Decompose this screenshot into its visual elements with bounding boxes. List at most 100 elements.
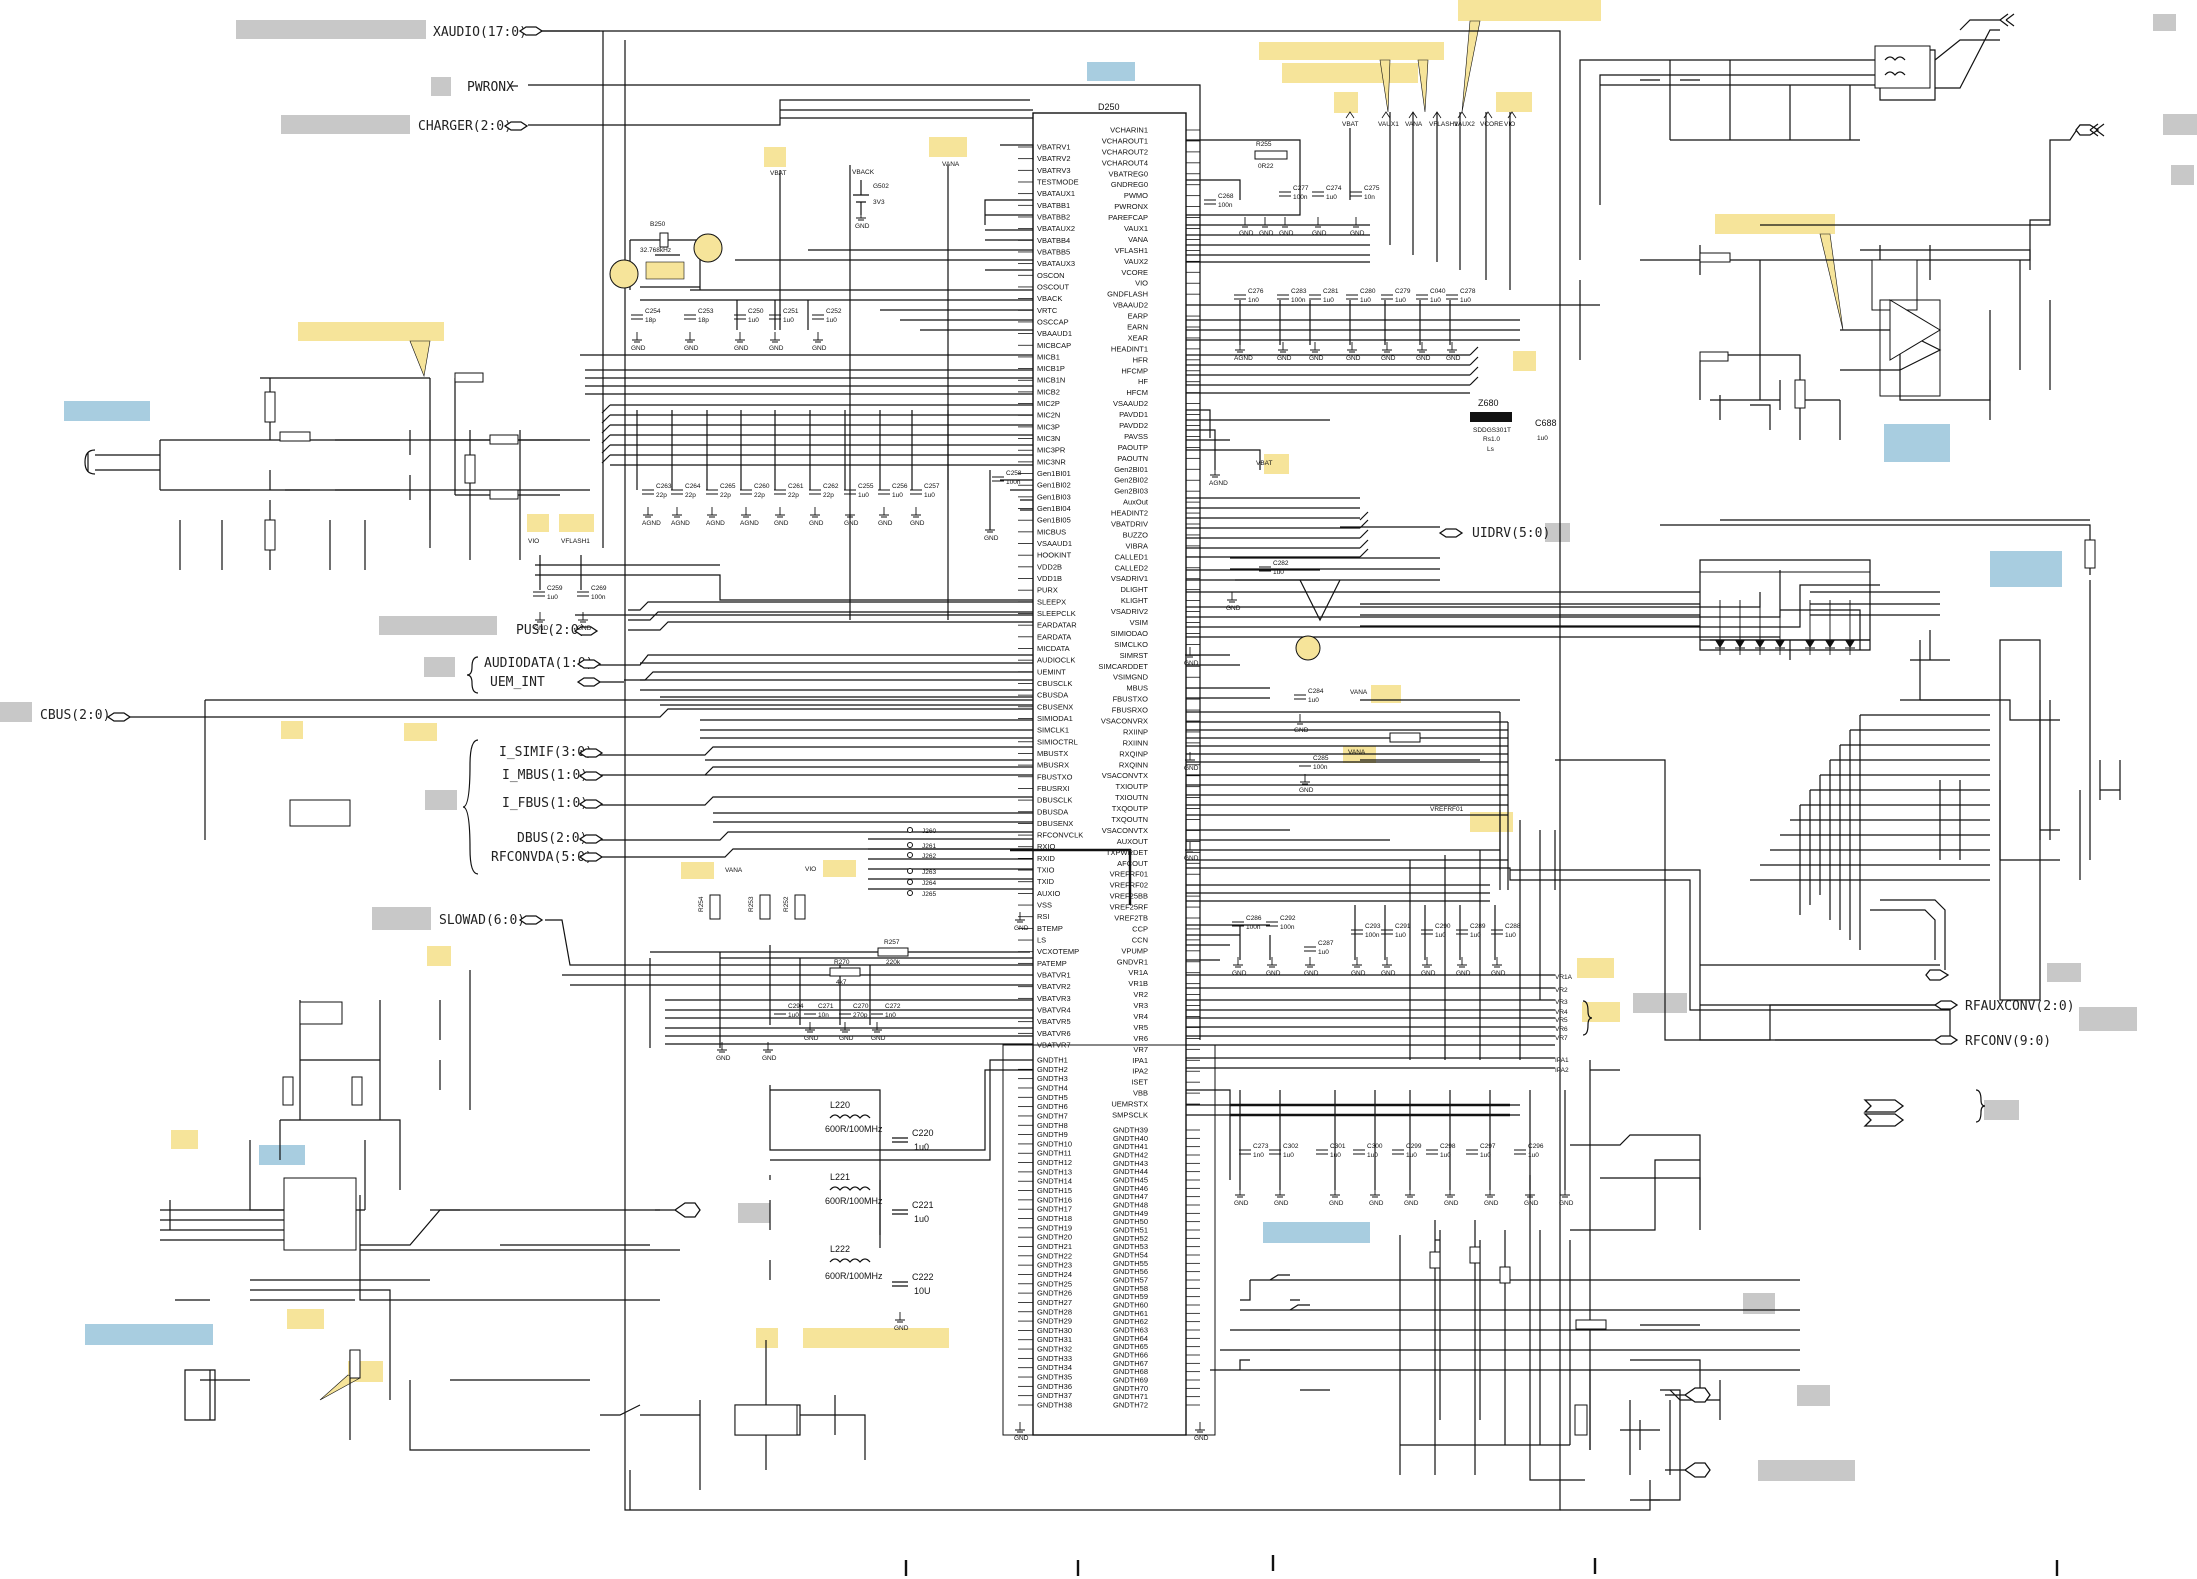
- ground-symbol-29: [1227, 592, 1237, 603]
- cap-symbol-C276: [1234, 294, 1246, 300]
- cap-ref-C296: C296: [1528, 1143, 1544, 1150]
- diode-4: [1805, 640, 1815, 648]
- cap-symbol-C250: [734, 314, 746, 320]
- chip-left-pin-37: VDD1B: [1037, 574, 1062, 583]
- chip-left-pin-9: VBATBB5: [1037, 247, 1070, 256]
- ground-label-13: GND: [878, 520, 893, 527]
- ground-label-24: GND: [1346, 355, 1361, 362]
- chip-gnd-right-pin-33: GNDTH72: [1113, 1401, 1148, 1410]
- chip-gnd-left-pin-25: GNDTH26: [1037, 1289, 1072, 1298]
- chip-right-pin-0: VCHARIN1: [1110, 126, 1148, 135]
- resistor-label-R254: R254: [698, 896, 705, 912]
- chip-right-pin-56: RXIINN: [1123, 738, 1148, 747]
- chip-left-pin-58: DBUSENX: [1037, 819, 1073, 828]
- callout-yellow-vio: [1496, 92, 1532, 112]
- cap-val-C254: 18p: [645, 317, 656, 324]
- cap-symbol-C256: [878, 489, 890, 495]
- chip-body: [1032, 112, 1187, 1436]
- ground-symbol-9: [741, 507, 751, 518]
- ground-label-21: AGND: [1234, 355, 1253, 362]
- callout-yellow-vr2: [1582, 1002, 1620, 1022]
- cap-ref-C257: C257: [924, 483, 940, 490]
- cap-symbol-C269: [577, 591, 589, 597]
- cap-ref-C284: C284: [1308, 688, 1324, 695]
- chip-left-pin-7: VBATAUX2: [1037, 224, 1075, 233]
- cap-ref-C302: C302: [1283, 1143, 1299, 1150]
- cap-symbol-C289: [1456, 929, 1468, 935]
- ground-symbol-42: [805, 1022, 815, 1033]
- ground-label-45: GND: [1014, 925, 1029, 932]
- cap-ref-C286: C286: [1246, 915, 1262, 922]
- chip-left-pin-30: Gen1BI03: [1037, 492, 1071, 501]
- chip-right-pin-87: ISET: [1131, 1078, 1148, 1087]
- cap-symbol-C293: [1351, 929, 1363, 935]
- ground-symbol-25: [1382, 342, 1392, 353]
- ground-symbol-21: [1235, 342, 1245, 353]
- ground-label-44: GND: [871, 1035, 886, 1042]
- chip-right-pin-50: VSIMGND: [1113, 673, 1149, 682]
- callout-grey-tr2: [2171, 165, 2194, 185]
- ground-symbol-32: [1233, 957, 1243, 968]
- chip-left-pin-74: VBATVR4: [1037, 1006, 1071, 1015]
- cap-ref-C270: C270: [853, 1003, 869, 1010]
- callout-yellow-bsi: [171, 1130, 198, 1149]
- cap-ref-C040: C040: [1430, 288, 1446, 295]
- chip-gnd-left-pin-37: GNDTH38: [1037, 1401, 1072, 1410]
- chip-gnd-left-pin-16: GNDTH17: [1037, 1205, 1072, 1214]
- chip-right-pin-54: VSACONVRX: [1101, 717, 1148, 726]
- ground-label-39: GND: [1491, 970, 1506, 977]
- chip-left-pin-62: TXIO: [1037, 866, 1055, 875]
- cap-val-C296: 1u0: [1528, 1152, 1539, 1159]
- net-dbus: DBUS(2:0): [517, 831, 587, 846]
- chip-gnd-left-pin-1: GNDTH2: [1037, 1065, 1068, 1074]
- chip-left-pin-11: OSCON: [1037, 271, 1065, 280]
- z680-rs: Rs1.0: [1483, 436, 1500, 443]
- cap-val-C286: 100n: [1246, 924, 1261, 931]
- testpoint-J263: [907, 868, 913, 874]
- chip-left-pin-66: RSI: [1037, 912, 1050, 921]
- ground-label-49: GND: [1329, 1200, 1344, 1207]
- chip-left-pin-57: DBUSDA: [1037, 807, 1068, 816]
- cap-val-C277: 100n: [1293, 194, 1308, 201]
- cap-symbol-C264: [671, 489, 683, 495]
- chip-gnd-right-pins: GNDTH39GNDTH40GNDTH41GNDTH42GNDTH43GNDTH…: [1113, 1126, 1200, 1410]
- callout-grey-xaudio: [236, 20, 426, 39]
- label-vana-1: VANA: [942, 161, 960, 168]
- chip-left-pin-8: VBATBB4: [1037, 236, 1070, 245]
- chip-gnd-right-pin-18: GNDTH57: [1113, 1276, 1148, 1285]
- cap-ref-C261: C261: [788, 483, 804, 490]
- chip-right-pin-2: VCHAROUT2: [1102, 147, 1148, 156]
- callout-yellow-mic: [298, 322, 444, 341]
- chip-right-pin-5: GNDREG0: [1111, 180, 1148, 189]
- ground-label-28: AGND: [1209, 480, 1228, 487]
- cap-symbol-C260: [740, 489, 752, 495]
- cap-val-C275: 10n: [1364, 194, 1375, 201]
- ground-symbol-60: [1185, 647, 1195, 658]
- cap-val-C268: 100n: [1218, 202, 1233, 209]
- cap-ref-C259: C259: [547, 585, 563, 592]
- chip-gnd-left-pin-14: GNDTH15: [1037, 1186, 1072, 1195]
- cap-symbol-C262: [809, 489, 821, 495]
- ground-symbol-13: [879, 507, 889, 518]
- cap-ref-C250: C250: [748, 308, 764, 315]
- callout-yellow-bat3: [803, 1328, 949, 1348]
- cap-val-C301: 1u0: [1330, 1152, 1341, 1159]
- power-label-1: VAUX1: [1378, 121, 1399, 128]
- cap-symbol-C285: [1299, 761, 1311, 767]
- ground-symbol-59: [578, 612, 588, 623]
- chip-right-pin-58: RXQINN: [1119, 760, 1148, 769]
- chip-gnd-right-pin-3: GNDTH42: [1113, 1151, 1148, 1160]
- net-rfauxconv: RFAUXCONV(2:0): [1965, 999, 2075, 1014]
- cap-ref-C283: C283: [1291, 288, 1307, 295]
- ground-symbol-23: [1310, 342, 1320, 353]
- chip-gnd-right-pin-12: GNDTH51: [1113, 1226, 1148, 1235]
- chip-gnd-right-pin-0: GNDTH39: [1113, 1126, 1148, 1135]
- cap-ref-C256: C256: [892, 483, 908, 490]
- capacitor-labels: C25418pC25318pC2501u0C2511u0C2521u0C2632…: [533, 185, 1544, 1159]
- cap-symbol-C263: [642, 489, 654, 495]
- chip-right-pin-90: SMPSCLK: [1112, 1111, 1148, 1120]
- cap-symbol-C294: [774, 1009, 786, 1015]
- chip-left-pins: VBATRV1VBATRV2VBATRV3TESTMODEVBATAUX1VBA…: [1018, 143, 1083, 1050]
- chip-gnd-left-pin-3: GNDTH4: [1037, 1083, 1068, 1092]
